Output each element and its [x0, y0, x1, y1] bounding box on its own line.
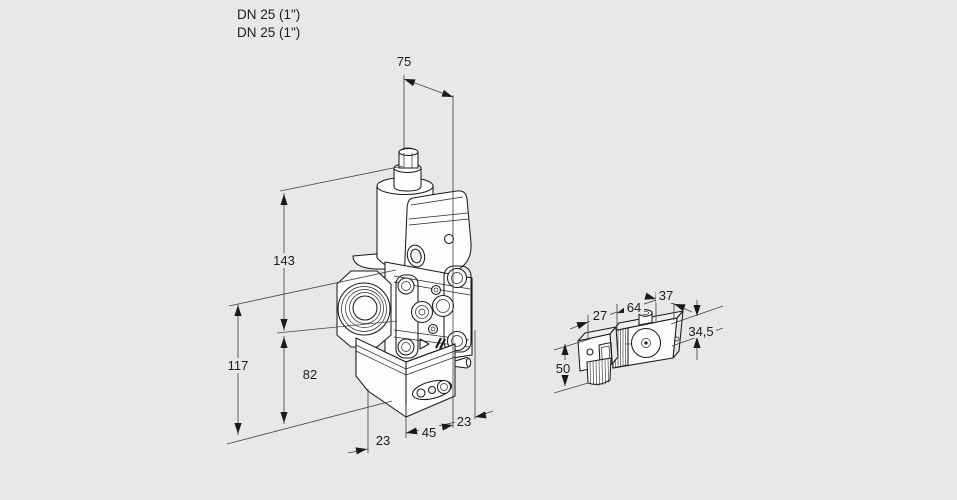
- dim-base-width: 45: [422, 425, 436, 440]
- threaded-inlet: [336, 270, 392, 348]
- test-nipple: [454, 356, 472, 369]
- adjustment-dial: [626, 327, 662, 359]
- dn-line-1: DN 25 (1"): [237, 7, 300, 22]
- hatch-mark: [435, 337, 446, 350]
- valve-body: [336, 261, 473, 369]
- knurled-nut: [586, 357, 612, 386]
- dim-rear-depth: 37: [659, 288, 673, 303]
- main-view-dimensions: 75 143 117 82 23 45 23: [225, 52, 494, 455]
- dim-part-total-height: 50: [556, 361, 570, 376]
- main-valve-drawing: [336, 147, 473, 418]
- dim-total-height: 143: [273, 253, 295, 268]
- type-designation: DN 25 (1") DN 25 (1"): [237, 7, 300, 40]
- flow-direction-marker: [419, 338, 430, 350]
- cover-screw-hole: [443, 233, 455, 245]
- dim-top-width: 75: [397, 54, 411, 69]
- dim-base-offset-right: 23: [457, 414, 471, 429]
- dim-base-offset-left: 23: [376, 433, 390, 448]
- dim-base-height: 82: [303, 367, 317, 382]
- dim-body-height: 34,5: [688, 324, 713, 339]
- flange-bolts: [397, 267, 468, 356]
- side-view-dimensions: 27 64 37 34,5 50: [553, 288, 724, 394]
- manual-override-opening: [406, 244, 426, 268]
- hex-cap: [398, 147, 419, 169]
- dn-line-2: DN 25 (1"): [237, 25, 300, 40]
- dim-lower-height: 117: [228, 358, 249, 373]
- dim-body-length: 64: [627, 300, 641, 315]
- dim-connector-width: 27: [593, 308, 607, 323]
- valve-ports: [410, 294, 455, 324]
- regulator-base: [355, 337, 472, 418]
